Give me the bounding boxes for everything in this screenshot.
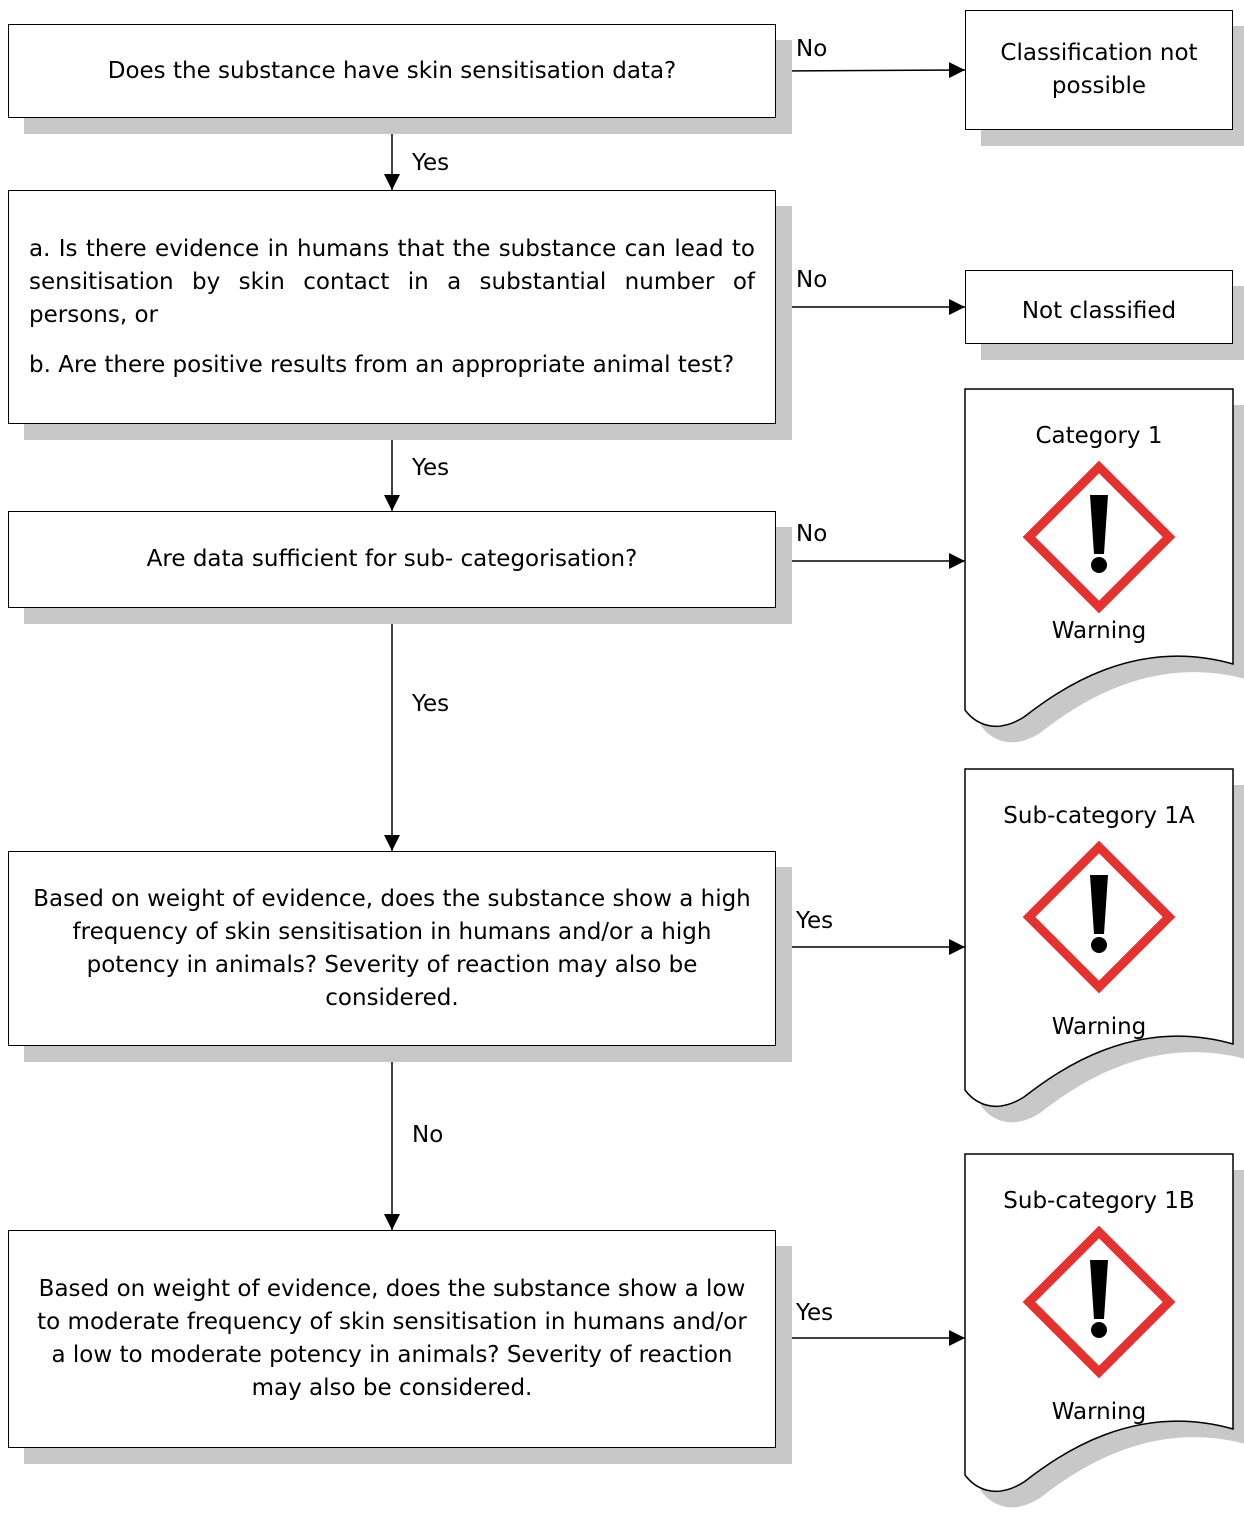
decision-evidence-humans-animals: a. Is there evidence in humans that the …: [8, 190, 776, 424]
result-text: Not classified: [1021, 297, 1177, 324]
label-q4-no: No: [412, 1122, 444, 1148]
category-1-signal-word: Warning: [1052, 618, 1147, 644]
label-q3-no: No: [796, 521, 828, 547]
decision-high-frequency: Based on weight of evidence, does the su…: [8, 851, 776, 1046]
exclamation-mark-icon: [1022, 460, 1176, 614]
label-q2-no: No: [796, 267, 828, 293]
result-classification-not-possible: Classification not possible: [965, 10, 1233, 130]
label-q3-yes: Yes: [412, 691, 450, 717]
label-q5-yes: Yes: [796, 1300, 834, 1326]
sub-category-1b-title: Sub-category 1B: [1003, 1188, 1194, 1214]
decision-text: Based on weight of evidence, does the su…: [37, 1276, 747, 1401]
sub-category-1a-title: Sub-category 1A: [1003, 803, 1195, 829]
result-text: Classification not possible: [1000, 40, 1198, 99]
decision-text: Does the substance have skin sensitisati…: [107, 57, 677, 84]
sub-category-1b-signal-word: Warning: [1052, 1399, 1147, 1425]
label-q4-yes: Yes: [796, 908, 834, 934]
result-not-classified: Not classified: [965, 270, 1233, 344]
decision-text: Based on weight of evidence, does the su…: [33, 885, 751, 1011]
label-q1-no: No: [796, 36, 828, 62]
decision-data-sufficient: Are data sufficient for sub- categorisat…: [8, 511, 776, 608]
category-1-title: Category 1: [1035, 423, 1162, 449]
decision-text-a: a. Is there evidence in humans that the …: [29, 235, 755, 328]
sub-category-1a-signal-word: Warning: [1052, 1014, 1147, 1040]
arrow-q1-to-not-possible: [775, 62, 966, 79]
decision-low-moderate-frequency: Based on weight of evidence, does the su…: [8, 1230, 776, 1448]
exclamation-mark-icon: [1022, 1225, 1176, 1379]
decision-skin-sensitisation-data: Does the substance have skin sensitisati…: [8, 24, 776, 118]
label-q2-yes: Yes: [412, 455, 450, 481]
decision-text-b: b. Are there positive results from an ap…: [29, 351, 735, 378]
decision-text: Are data sufficient for sub- categorisat…: [146, 546, 638, 572]
label-q1-yes: Yes: [412, 150, 450, 176]
exclamation-mark-icon: [1022, 840, 1176, 994]
